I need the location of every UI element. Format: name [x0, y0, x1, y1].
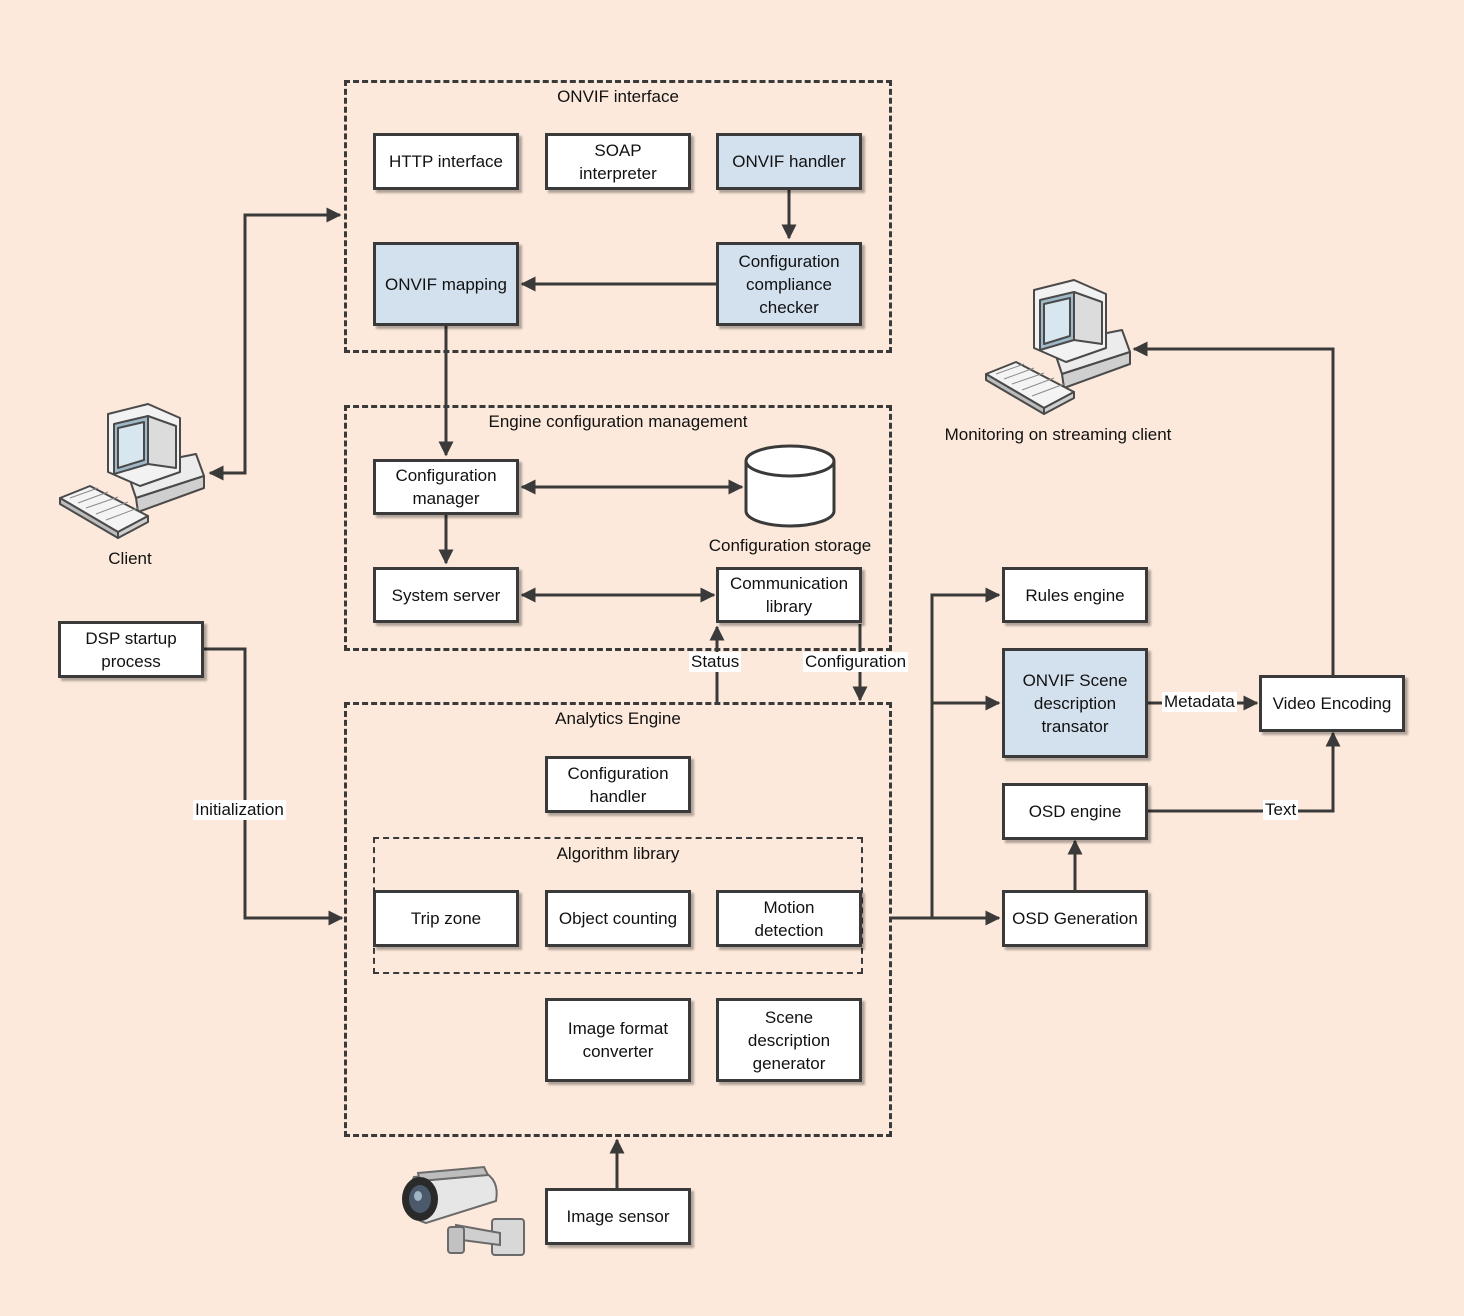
rules-engine-box: Rules engine — [1002, 567, 1148, 623]
client-label: Client — [108, 549, 152, 568]
algorithm-library-title: Algorithm library — [556, 844, 680, 863]
engine-config-title: Engine configuration management — [488, 412, 748, 431]
onvif-mapping-box: ONVIF mapping — [373, 242, 519, 326]
config-compliance-checker-box: Configuration compliance checker — [716, 242, 862, 326]
config-storage-label: Configuration storage — [708, 536, 872, 555]
scene-description-generator-box: Scene description generator — [716, 998, 862, 1082]
security-camera-icon — [402, 1165, 525, 1256]
monitoring-computer-icon — [985, 279, 1131, 415]
onvif-interface-title: ONVIF interface — [557, 87, 679, 106]
onvif-scene-transator-box: ONVIF Scene description transator — [1002, 648, 1148, 758]
communication-library-box: Communication library — [716, 567, 862, 623]
client-computer-icon — [59, 403, 205, 539]
configuration-edge-label: Configuration — [803, 652, 909, 672]
analytics-engine-group: Analytics Engine — [344, 702, 892, 1137]
object-counting-box: Object counting — [545, 890, 691, 947]
onvif-interface-group: ONVIF interface — [344, 80, 892, 353]
dsp-startup-process-box: DSP startup process — [58, 621, 204, 678]
image-sensor-box: Image sensor — [545, 1188, 691, 1245]
text-edge-label: Text — [1263, 800, 1299, 820]
initialization-edge-label: Initialization — [193, 800, 286, 820]
config-storage-icon — [744, 444, 836, 528]
image-format-converter-box: Image format converter — [545, 998, 691, 1082]
status-edge-label: Status — [689, 652, 742, 672]
metadata-edge-label: Metadata — [1162, 692, 1237, 712]
video-encoding-box: Video Encoding — [1259, 675, 1405, 732]
arrow-dsp-analytics — [204, 647, 344, 926]
motion-detection-box: Motion detection — [716, 890, 862, 947]
arrow-to-rules — [930, 587, 1001, 918]
arrow-video-monitor — [1132, 341, 1335, 675]
engine-config-group: Engine configuration management — [344, 405, 892, 651]
soap-interpreter-box: SOAP interpreter — [545, 133, 691, 190]
config-handler-box: Configuration handler — [545, 756, 691, 813]
config-manager-box: Configuration manager — [373, 459, 519, 515]
osd-engine-box: OSD engine — [1002, 783, 1148, 840]
http-interface-box: HTTP interface — [373, 133, 519, 190]
arrow-text — [1148, 731, 1341, 813]
analytics-engine-title: Analytics Engine — [555, 709, 681, 728]
osd-generation-box: OSD Generation — [1002, 890, 1148, 947]
monitoring-client-label: Monitoring on streaming client — [944, 425, 1172, 444]
trip-zone-box: Trip zone — [373, 890, 519, 947]
onvif-handler-box: ONVIF handler — [716, 133, 862, 190]
system-server-box: System server — [373, 567, 519, 623]
arrow-client-onvif — [208, 207, 342, 481]
